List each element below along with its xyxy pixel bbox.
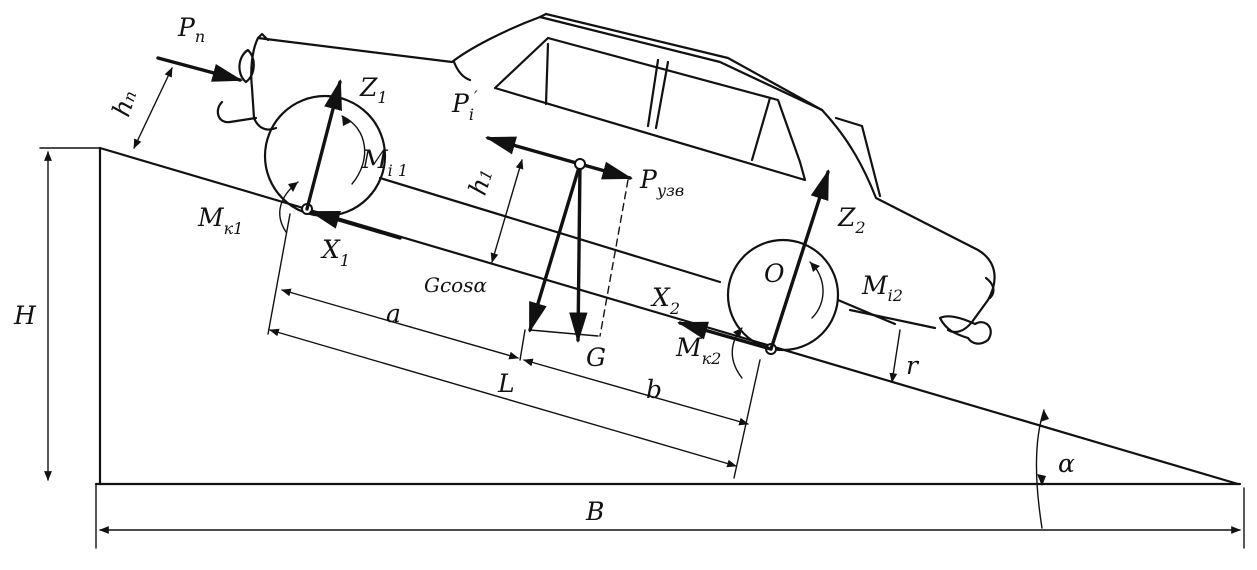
pull-force-arrow (578, 161, 633, 180)
dimension-L-line (269, 328, 737, 468)
front-wheel-moment-arc-mi1 (341, 115, 366, 185)
construction-base-line (529, 329, 599, 337)
label-cg-height: h1 (463, 165, 499, 199)
label-dimension-L: L (497, 369, 515, 398)
car-front-lamp (238, 48, 255, 84)
car-front-bumper (216, 100, 258, 124)
rear-wheel-circle (726, 238, 840, 352)
car-body (216, 12, 996, 345)
label-wheel-center: O (764, 259, 785, 288)
angle-arc-arrow-top (1040, 410, 1049, 422)
label-aero-force: Pп (177, 13, 205, 46)
label-aero-height: hп (106, 86, 142, 120)
rear-wheel-moment-arrow-mi2 (810, 262, 820, 272)
car-rocker-line (378, 176, 722, 284)
car-rear-bumper (938, 315, 992, 345)
car-window-pillar-a (544, 42, 550, 106)
label-slope-height: H (13, 301, 37, 330)
cg-height-dimension (490, 159, 524, 263)
label-gravity-normal: Gcosα (424, 273, 487, 297)
rear-wheel-moment-arrow-mk2 (733, 328, 742, 338)
label-dimension-a: a (386, 299, 401, 328)
label-pull-force: Pузв (639, 165, 684, 200)
gravity-normal-component-arrow (528, 162, 582, 333)
label-front-torque: Mк1 (197, 203, 243, 238)
force-vectors (133, 56, 901, 383)
label-rear-inertia-moment: Mi2 (861, 271, 903, 305)
front-normal-force-arrow (305, 79, 342, 211)
rear-wheel-moment-arc-mi2 (809, 261, 824, 319)
labels: Pп hп Z1 Pi′ Mi 1 Mк1 X1 h1 Pузв Gcosα a… (13, 13, 1075, 526)
car-window-frame (493, 36, 807, 182)
car-rear-underside (836, 298, 897, 326)
label-rear-torque: Mк2 (675, 333, 721, 368)
construction-dashed-line (599, 179, 629, 337)
front-traction-force-arrow (309, 210, 402, 240)
car-outline-upper (250, 15, 996, 333)
aero-force-arrow (156, 56, 243, 82)
slope-angle-marker (1035, 409, 1049, 529)
wheel-radius-dimension (889, 329, 901, 383)
label-front-traction-force: X1 (320, 235, 350, 270)
inertia-force-arrow (485, 136, 582, 166)
dimension-extension-rear (733, 359, 761, 479)
center-of-gravity-point (574, 158, 586, 170)
gravity-force-arrow (569, 162, 588, 344)
label-dimension-b: b (646, 375, 662, 404)
front-wheel-moment-arrow-mi1 (342, 116, 351, 126)
label-rear-traction-force: X2 (650, 283, 680, 318)
label-wheel-radius: r (906, 351, 920, 380)
label-front-inertia-moment: Mi 1 (361, 145, 408, 180)
label-rear-normal-force: Z2 (837, 203, 866, 237)
car-window-pillar-c (750, 96, 772, 162)
car-window-pillar-b2 (654, 60, 670, 130)
label-inertia-force: Pi′ (451, 87, 478, 124)
length-dimensions (267, 213, 761, 479)
car-roof-line (538, 12, 824, 112)
label-slope-angle: α (1058, 449, 1075, 478)
label-gravity: G (586, 343, 606, 372)
rear-normal-force-arrow (769, 169, 830, 351)
car-rear-pillar (834, 116, 882, 198)
aero-height-dimension (133, 67, 173, 149)
dimension-extension-middle (519, 329, 526, 361)
car-hood-line (452, 60, 472, 82)
car-window-pillar-b (646, 58, 660, 128)
angle-arc-arrow-bottom (1037, 474, 1046, 486)
car-rear-bumper-line (848, 308, 937, 330)
base-dimension (95, 483, 1245, 549)
label-slope-base: B (585, 497, 604, 526)
angle-arc (1035, 409, 1045, 529)
front-wheel-moment-arrow-mk1 (288, 182, 298, 192)
label-front-normal-force: Z1 (359, 73, 388, 107)
dimension-extension-front (267, 213, 291, 335)
height-dimension (39, 147, 101, 481)
car-rear-lamp (984, 276, 995, 300)
